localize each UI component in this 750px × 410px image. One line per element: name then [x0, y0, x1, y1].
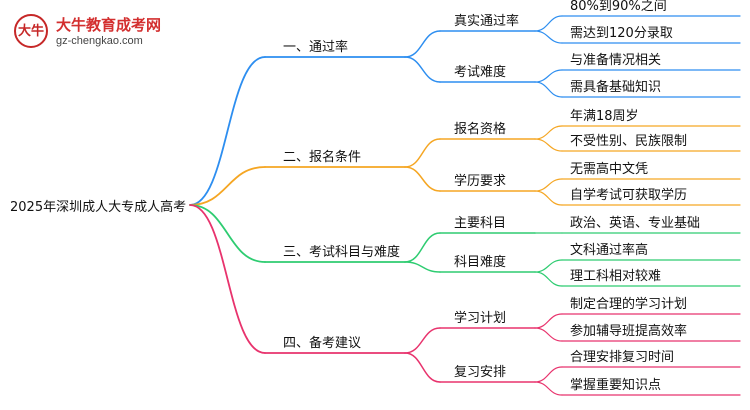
child-label: 学历要求: [454, 174, 507, 189]
child-connector: [404, 327, 441, 354]
child-connector: [404, 56, 441, 83]
leaf-label: 掌握重要知识点: [570, 378, 662, 393]
child-connector: [404, 232, 441, 263]
site-logo: 大牛 大牛教育成考网 gz-chengkao.com: [14, 10, 214, 54]
child-label: 学习计划: [454, 311, 507, 326]
leaf-label: 自学考试可获取学历: [570, 188, 688, 203]
branch-connector: [189, 204, 266, 263]
leaf-label: 政治、英语、专业基础: [570, 216, 701, 231]
leaf-label: 文科通过率高: [570, 243, 649, 258]
leaf-connector: [534, 271, 563, 287]
leaf-label: 参加辅导班提高效率: [570, 324, 688, 339]
logo-site-url: gz-chengkao.com: [56, 35, 143, 47]
leaf-label: 制定合理的学习计划: [570, 297, 688, 312]
child-label: 考试难度: [454, 65, 507, 80]
leaf-label: 需达到120分录取: [570, 26, 673, 41]
child-label: 科目难度: [454, 255, 507, 270]
child-label: 复习安排: [454, 365, 507, 380]
leaf-label: 合理安排复习时间: [570, 350, 675, 365]
mindmap-root-topic: 2025年深圳成人大专成人高考: [10, 200, 187, 215]
leaf-connector: [534, 190, 563, 206]
child-connector: [404, 166, 441, 192]
leaf-connector: [534, 366, 563, 383]
leaf-label: 80%到90%之间: [570, 0, 667, 14]
leaf-label: 年满18周岁: [570, 109, 639, 124]
logo-site-name: 大牛教育成考网: [56, 16, 162, 34]
leaf-connector: [534, 81, 563, 98]
leaf-label: 需具备基础知识: [570, 80, 662, 95]
child-connector: [404, 30, 441, 58]
branch-connector: [189, 56, 266, 206]
child-connector: [404, 261, 441, 273]
child-connector: [404, 352, 441, 383]
leaf-connector: [534, 259, 563, 273]
child-label: 报名资格: [454, 122, 507, 137]
branch-label: 一、通过率: [283, 40, 349, 55]
leaf-label: 无需高中文凭: [570, 162, 649, 177]
child-label: 真实通过率: [454, 14, 520, 29]
leaf-label: 理工科相对较难: [570, 269, 662, 284]
logo-mark: 大牛: [17, 23, 44, 39]
branch-connector: [189, 204, 266, 354]
child-label: 主要科目: [454, 216, 507, 231]
leaf-connector: [534, 381, 563, 396]
leaf-connector: [534, 327, 563, 342]
child-connector: [404, 138, 441, 168]
branch-label: 二、报名条件: [283, 150, 362, 165]
leaf-connector: [534, 178, 563, 192]
leaf-label: 与准备情况相关: [570, 53, 662, 68]
leaf-connector: [534, 138, 563, 152]
leaf-connector: [534, 69, 563, 83]
leaf-connector: [534, 125, 563, 140]
leaf-label: 不受性别、民族限制: [570, 134, 688, 149]
leaf-connector: [534, 15, 563, 32]
logo-badge-icon: 大牛: [14, 14, 48, 48]
branch-label: 三、考试科目与难度: [283, 245, 401, 260]
leaf-connector: [534, 313, 563, 329]
branch-label: 四、备考建议: [283, 336, 362, 351]
leaf-connector: [534, 30, 563, 44]
branch-connector: [189, 166, 266, 206]
